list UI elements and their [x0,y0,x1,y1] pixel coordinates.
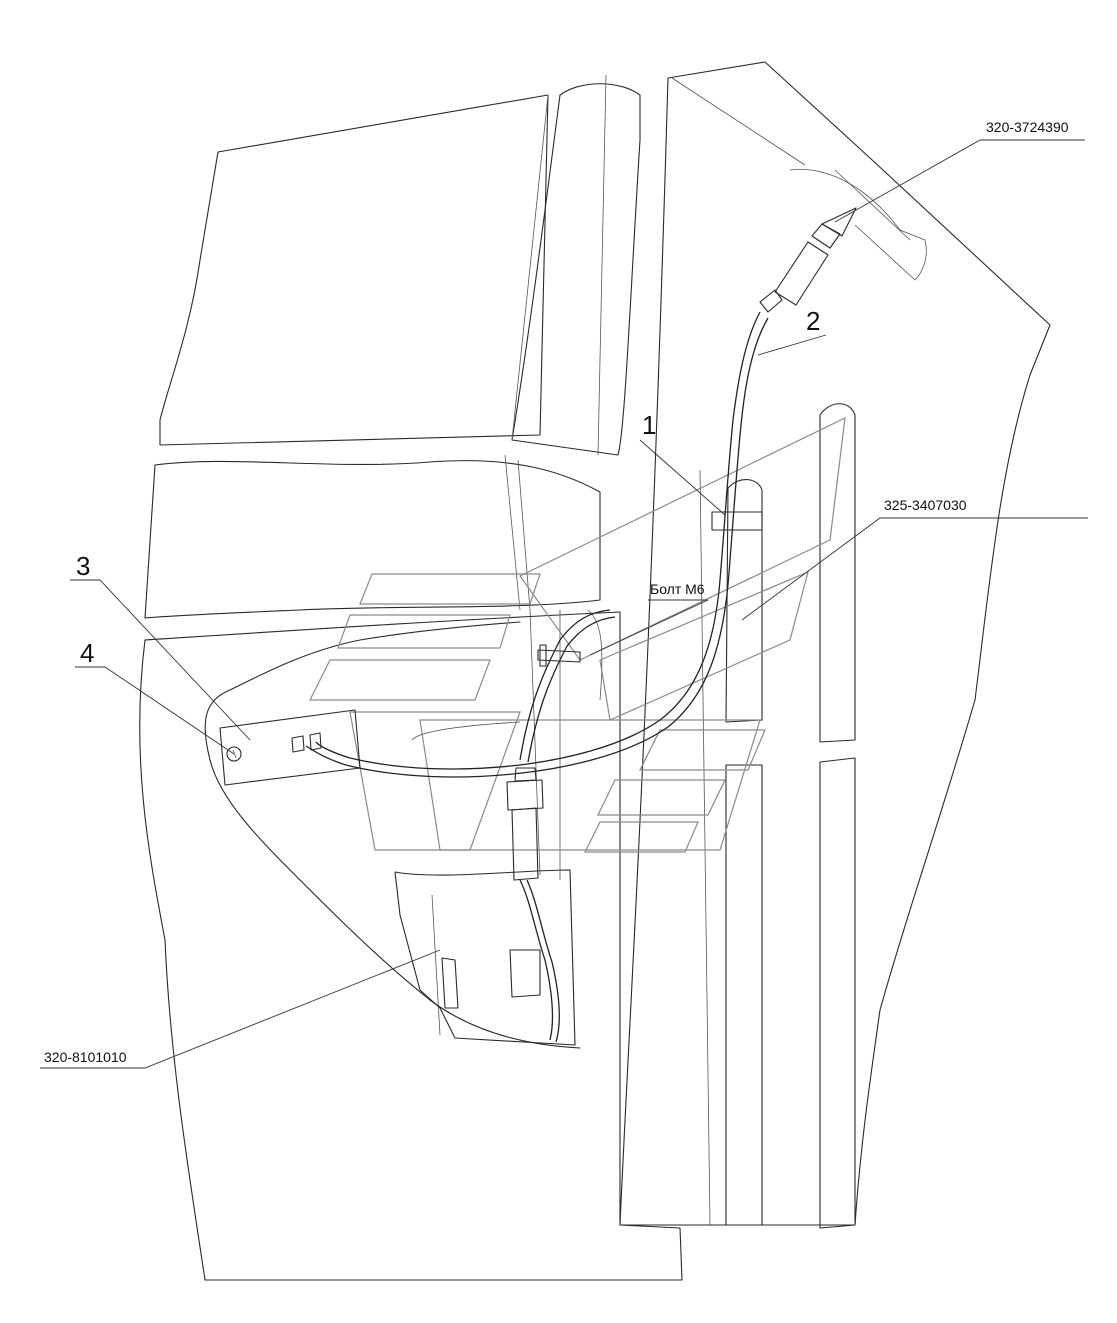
leader-lines [40,139,1088,1069]
callout-2: 2 [806,306,820,336]
control-unit [219,709,361,786]
callout-4: 4 [80,638,94,668]
part-code-cab: 320-8101010 [44,1049,127,1065]
bolt-note: Болт М6 [650,581,705,597]
wire-harness [305,207,857,1043]
callout-3: 3 [76,551,90,581]
mounting-bolt-icon [226,746,242,762]
cab-outline [139,61,1051,1281]
part-code-sensor: 320-3724390 [986,119,1069,135]
callout-1: 1 [642,410,656,440]
part-code-switch: 325-3407030 [884,497,967,513]
